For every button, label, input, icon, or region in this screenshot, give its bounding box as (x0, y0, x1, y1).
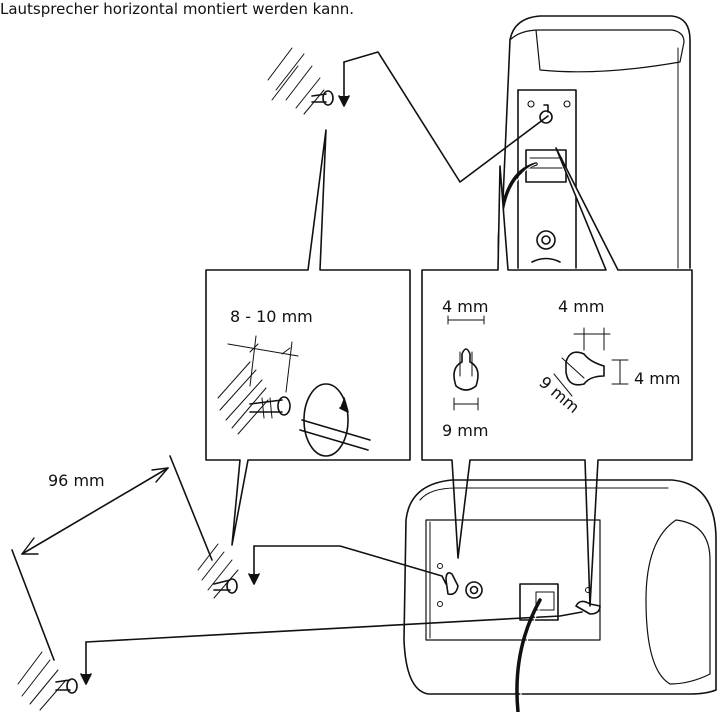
caption-text: Lautsprecher horizontal montiert werden … (0, 0, 355, 18)
label-screw-depth: 8 - 10 mm (230, 307, 313, 326)
screw-middle (213, 545, 447, 594)
wall-hatch-top (267, 47, 325, 115)
label-hole-height-horizontal: 4 mm (634, 369, 680, 388)
screw-top (311, 51, 549, 183)
screw-bottom (55, 611, 583, 694)
spacing-dimension (11, 455, 213, 661)
horizontal-speaker (403, 479, 717, 712)
label-hole-width-vertical: 4 mm (442, 297, 488, 316)
callout-keyhole-dimensions (421, 147, 693, 607)
callout-screw-depth (205, 129, 411, 546)
wall-hatch-middle (197, 543, 239, 599)
label-hole-width-horizontal: 4 mm (558, 297, 604, 316)
keyhole-vertical (527, 100, 571, 124)
wall-hatch-bottom (17, 651, 67, 711)
label-screw-spacing: 96 mm (48, 471, 105, 490)
label-hole-length-vertical: 9 mm (442, 421, 488, 440)
